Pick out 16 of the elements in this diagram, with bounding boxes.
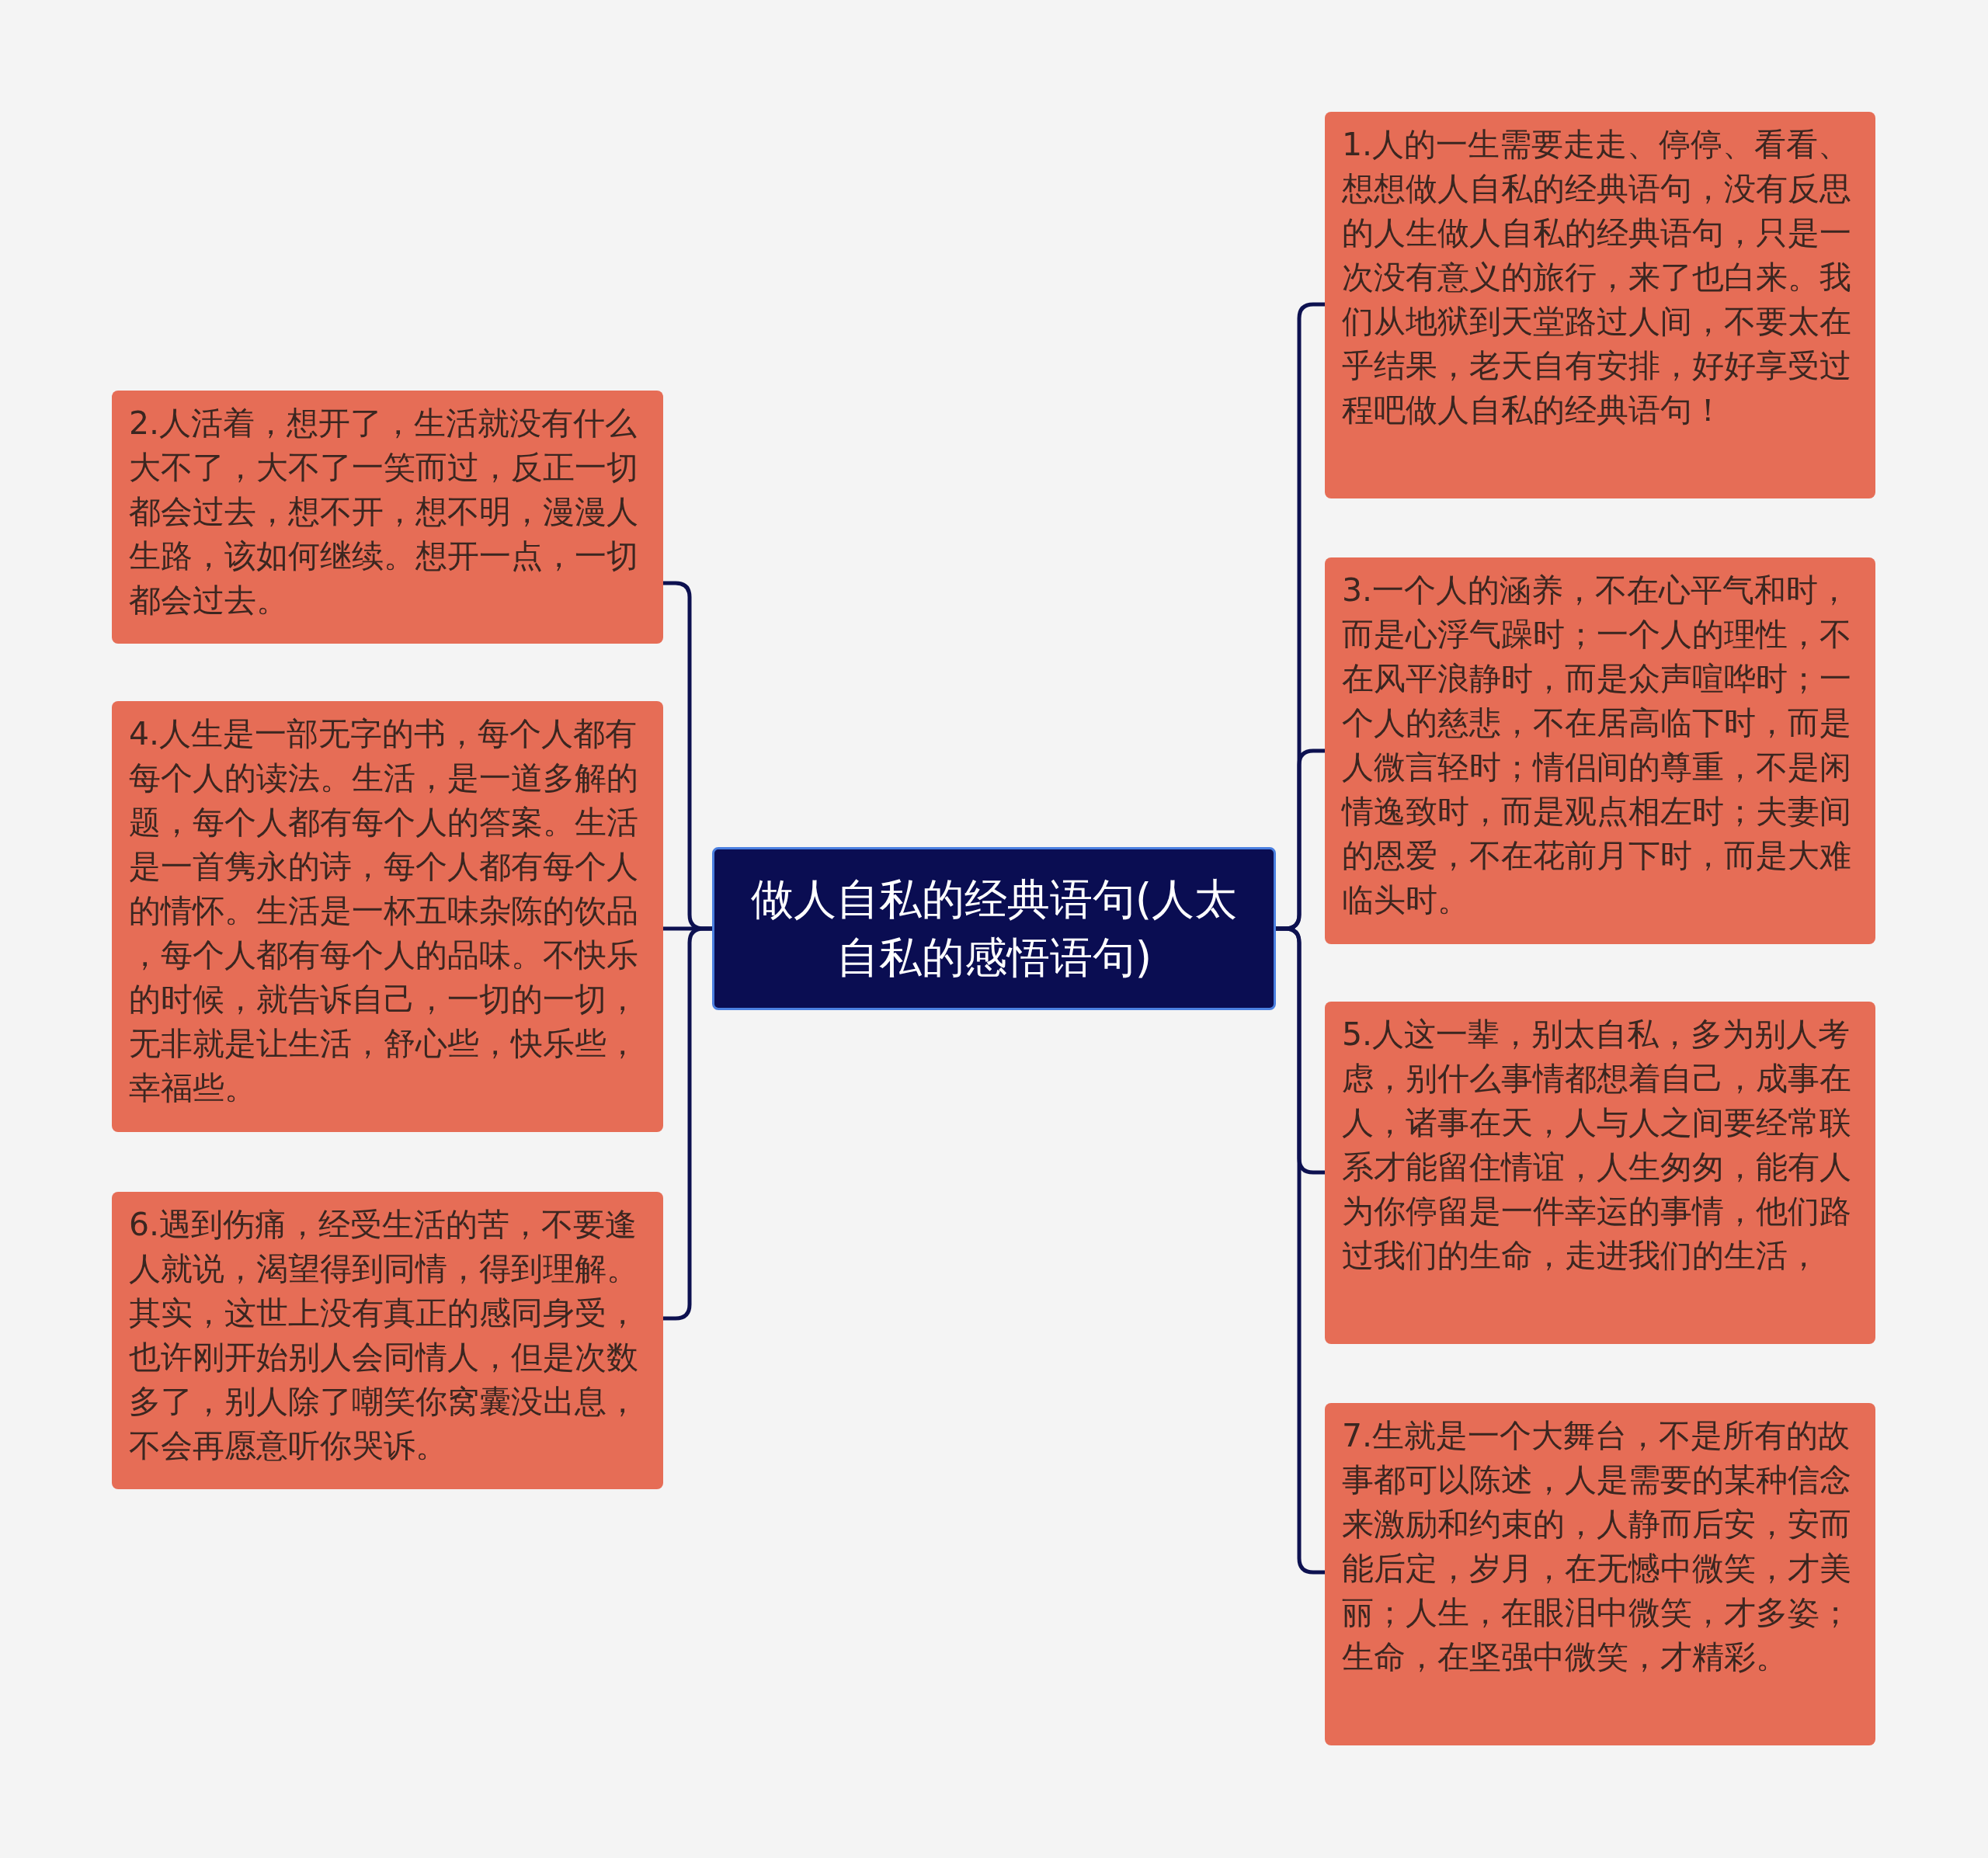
topic-box — [112, 391, 663, 644]
topic-text: 做人自私的经典语句(人太自私的感悟语句) — [749, 873, 1239, 984]
topic-box — [112, 1192, 663, 1489]
central-topic-box — [712, 847, 1276, 1010]
topic-box — [112, 701, 663, 1132]
topic-box — [1325, 112, 1875, 498]
topic-text: 4.人生是一部无字的书，每个人都有每个人的读法。生活，是一道多解的题，每个人都有每个人的答案。生活是一首隽永的诗，每个人都有每个人的情怀。生活是一杯五味杂陈的饮品，每个人都有每个人的品味。不快乐的时候，就告诉自己，一切的一切，无非就是让生活，舒心些，快乐些，幸福些。 — [129, 714, 639, 1108]
topic-box — [1325, 557, 1875, 944]
topic-text: 1.人的一生需要走走、停停、看看、想想做人自私的经典语句，没有反思的人生做人自私的经典语句，只是一次没有意义的旅行，来了也白来。我们从地狱到天堂路过人间，不要太在乎结果，老天自有安排，好好享受过程吧做人自私的经典语句！ — [1342, 125, 1852, 430]
topic-text: 7.生就是一个大舞台，不是所有的故事都可以陈述，人是需要的某种信念来激励和约束的，人静而后安，安而能后定，岁月，在无憾中微笑，才美丽；人生，在眼泪中微笑，才多姿；生命，在坚强中微笑，才精彩。 — [1342, 1416, 1852, 1677]
topic-text: 3.一个人的涵养，不在心平气和时，而是心浮气躁时；一个人的理性，不在风平浪静时，而是众声喧哗时；一个人的慈悲，不在居高临下时，而是人微言轻时；情侣间的尊重，不是闲情逸致时，而是观点相左时；夫妻间的恩爱，不在花前月下时，而是大难临头时。 — [1342, 571, 1852, 920]
topic-text: 5.人这一辈，别太自私，多为别人考虑，别什么事情都想着自己，成事在人，诸事在天，人与人之间要经常联系才能留住情谊，人生匆匆，能有人为你停留是一件幸运的事情，他们路过我们的生命，走进我们的生活， — [1342, 1015, 1852, 1276]
topic-text: 6.遇到伤痛，经受生活的苦，不要逢人就说，渴望得到同情，得到理解。其实，这世上没有真正的感同身受，也许刚开始别人会同情人，但是次数多了，别人除了嘲笑你窝囊没出息，不会再愿意听你哭诉。 — [129, 1205, 639, 1466]
topic-box — [1325, 1002, 1875, 1344]
topic-box — [1325, 1403, 1875, 1745]
topic-text: 2.人活着，想开了，生活就没有什么大不了，大不了一笑而过，反正一切都会过去，想不开，想不明，漫漫人生路，该如何继续。想开一点，一切都会过去。 — [129, 404, 639, 620]
